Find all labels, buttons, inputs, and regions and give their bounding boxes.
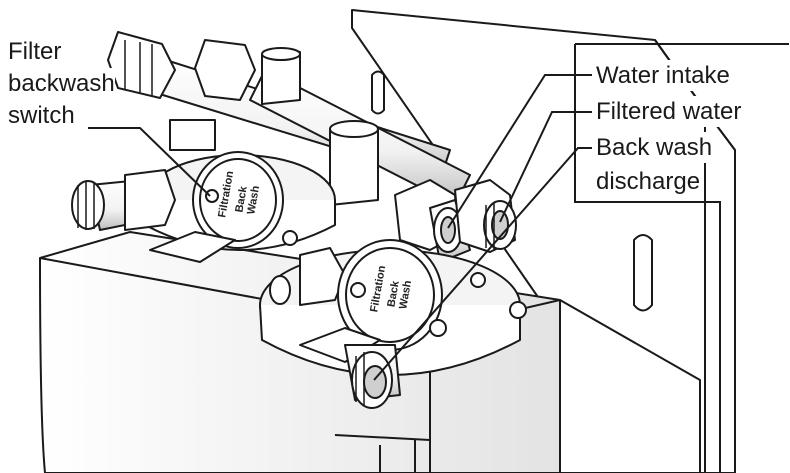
screw bbox=[509, 301, 527, 319]
screw bbox=[282, 230, 298, 246]
switch-callout-line bbox=[88, 127, 211, 197]
filtered-water-label: Filtered water bbox=[596, 96, 742, 127]
upper-pipe-left-nut bbox=[107, 31, 176, 99]
water-intake-label: Water intake bbox=[596, 60, 730, 91]
svg-text:Wash: Wash bbox=[397, 279, 414, 310]
back-wash-label-line2: discharge bbox=[596, 166, 701, 197]
svg-text:Wash: Wash bbox=[245, 185, 262, 216]
upper-pipe-mid-nut bbox=[194, 39, 256, 101]
switch-label-line1: Filter bbox=[8, 36, 62, 67]
screw bbox=[429, 319, 447, 337]
back-wash-leader bbox=[373, 147, 592, 381]
filtered-water-leader bbox=[499, 111, 592, 223]
svg-text:Back: Back bbox=[233, 185, 250, 214]
svg-text:Back: Back bbox=[385, 279, 402, 308]
bracket-slot-right bbox=[633, 234, 653, 312]
water-intake-callout-line bbox=[574, 44, 721, 473]
bracket-slot-top bbox=[371, 70, 385, 115]
water-intake-leader bbox=[447, 74, 592, 229]
switch-label-line3: switch bbox=[8, 102, 75, 129]
left-thread-end bbox=[71, 180, 105, 230]
back-wash-label-line1: Back wash bbox=[596, 132, 713, 163]
switch-label-line2: backwash bbox=[8, 68, 115, 99]
screw bbox=[470, 272, 486, 288]
